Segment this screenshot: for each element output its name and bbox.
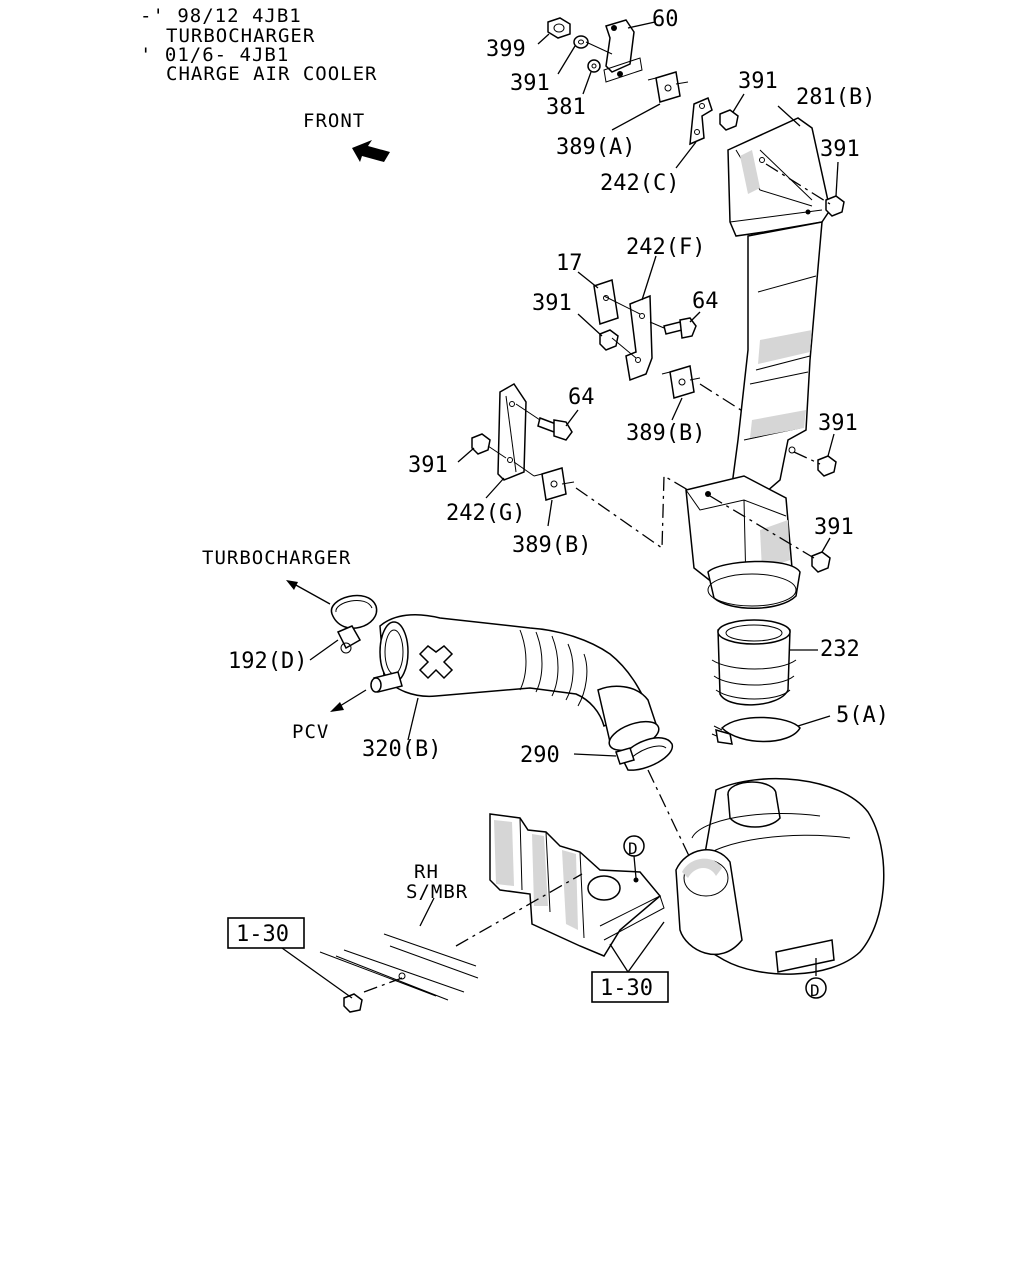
callout-281b: 281(B): [796, 85, 875, 110]
washer-391: [573, 35, 589, 49]
callout-242c: 242(C): [600, 171, 679, 196]
callout-242g: 242(G): [446, 501, 525, 526]
callout-391-b: 391: [738, 69, 778, 94]
callout-labels: 399 60 391 381 391 281(B) 389(A) 391 242…: [228, 7, 889, 768]
callout-391-d: 391: [532, 291, 572, 316]
ref-box-left[interactable]: [227, 917, 305, 949]
front-arrow-icon: [352, 140, 390, 162]
air-cleaner: D: [675, 777, 885, 1000]
callout-232: 232: [820, 637, 860, 662]
bolt-side-member: [343, 993, 363, 1013]
callout-5a: 5(A): [836, 703, 889, 728]
callout-64-b: 64: [568, 385, 595, 410]
side-member-group: D 1-30 1-30: [227, 813, 669, 1013]
nut-391-duct-top: [825, 195, 845, 217]
bracket-242g: [497, 383, 527, 481]
pcv-label: PCV: [292, 721, 329, 743]
bracket-242c: [689, 96, 713, 146]
callout-389b-a: 389(B): [626, 421, 705, 446]
front-label: FRONT: [303, 110, 365, 132]
callout-192d: 192(D): [228, 649, 307, 674]
callout-17: 17: [556, 251, 583, 276]
direction-labels: TURBOCHARGER PCV RH S/MBR: [202, 547, 468, 903]
callout-320b: 320(B): [362, 737, 441, 762]
callout-290: 290: [520, 743, 560, 768]
plate-17: [593, 279, 619, 325]
mount-389b-lower: [541, 467, 567, 501]
front-indicator: FRONT: [303, 110, 390, 162]
ref-box-right[interactable]: [591, 971, 669, 1003]
bracket-242f: [625, 294, 653, 382]
nut-391-upper: [719, 109, 739, 131]
mount-389a: [655, 71, 681, 103]
clamp-290-group: [573, 737, 691, 859]
callout-381: 381: [546, 95, 586, 120]
clamp-5a: [720, 716, 801, 743]
callout-391-f: 391: [408, 453, 448, 478]
callout-391-a: 391: [510, 71, 550, 96]
rh-label: RH: [414, 861, 439, 883]
nut-391-mid: [599, 329, 619, 351]
turbocharger-arrow-icon: [286, 580, 298, 590]
middle-bracket-group: [577, 255, 745, 421]
smbr-label: S/MBR: [406, 881, 468, 903]
note-line-4: CHARGE AIR COOLER: [166, 63, 377, 85]
ref-d-label-left: D: [628, 839, 638, 858]
hose-232-group: [711, 619, 831, 745]
mount-389b-upper: [669, 365, 695, 399]
applicability-notes: -' 98/12 4JB1 TURBOCHARGER ' 01/6- 4JB1 …: [140, 5, 377, 85]
callout-242f: 242(F): [626, 235, 705, 260]
callout-399: 399: [486, 37, 526, 62]
ref-box-right-label: 1-30: [600, 976, 653, 1001]
washer-381: [587, 59, 601, 73]
callout-389b-b: 389(B): [512, 533, 591, 558]
nut-391-duct-mid: [817, 455, 837, 477]
lower-bracket-group: [457, 383, 689, 550]
upper-bracket-group: [537, 17, 745, 169]
callout-391-c: 391: [820, 137, 860, 162]
callout-391-e: 391: [818, 411, 858, 436]
ref-d-marker-left: [623, 835, 645, 857]
ref-d-marker-right: [805, 977, 827, 999]
callout-391-g: 391: [814, 515, 854, 540]
nut-391-duct-low: [811, 551, 831, 573]
nut-399: [547, 17, 571, 39]
pcv-arrow-icon: [330, 702, 344, 712]
bracket-60: [605, 19, 635, 73]
callout-389a: 389(A): [556, 135, 635, 160]
ref-box-left-label: 1-30: [236, 922, 289, 947]
callout-64-a: 64: [692, 289, 719, 314]
note-line-2: TURBOCHARGER: [166, 25, 315, 47]
turbocharger-label: TURBOCHARGER: [202, 547, 351, 569]
ref-d-label-right: D: [810, 981, 820, 1000]
callout-60: 60: [652, 7, 679, 32]
nut-391-lower: [471, 433, 491, 455]
bolt-64-upper: [663, 321, 683, 335]
note-line-1: -' 98/12 4JB1: [140, 5, 302, 27]
note-line-3: ' 01/6- 4JB1: [140, 44, 289, 66]
intercooler-duct-281b: [685, 105, 845, 609]
inlet-pipe-320b: [286, 580, 660, 752]
